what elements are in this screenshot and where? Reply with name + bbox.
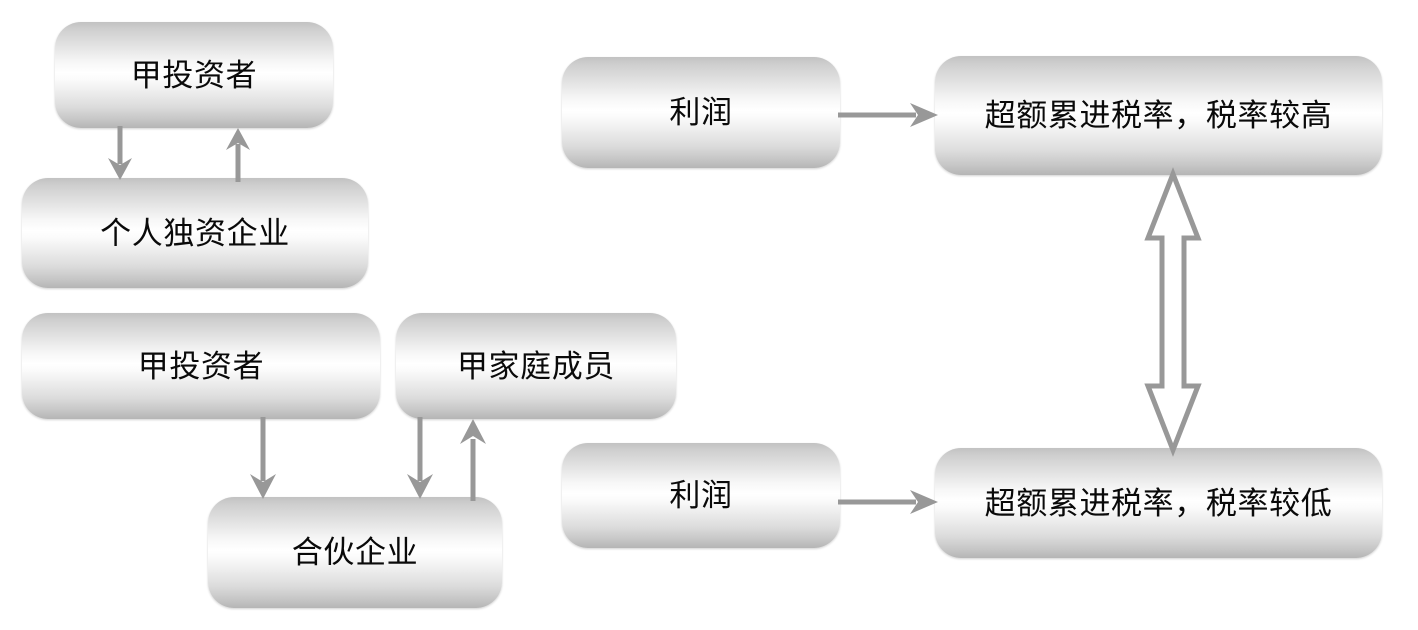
arrow-investor-to-sole-proprietorship <box>100 126 140 182</box>
arrow-investor-to-partnership <box>243 417 283 501</box>
arrow-profit-top-to-tax-high <box>838 95 942 135</box>
node-profit-top[interactable]: 利润 <box>562 57 840 168</box>
arrow-partnership-to-family-member <box>453 417 493 501</box>
node-tax-low[interactable]: 超额累进税率，税率较低 <box>935 448 1382 558</box>
arrow-profit-bottom-to-tax-low <box>838 482 942 522</box>
node-investor-bottom[interactable]: 甲投资者 <box>22 313 380 419</box>
node-label: 甲投资者 <box>137 348 265 384</box>
node-profit-bottom[interactable]: 利润 <box>562 443 840 548</box>
node-label: 甲家庭成员 <box>456 348 616 384</box>
node-partnership[interactable]: 合伙企业 <box>208 497 502 608</box>
node-label: 个人独资企业 <box>100 215 290 251</box>
node-label: 利润 <box>669 95 733 130</box>
node-sole-proprietorship[interactable]: 个人独资企业 <box>22 178 368 288</box>
node-label: 超额累进税率，税率较高 <box>984 98 1333 133</box>
node-label: 利润 <box>669 478 733 513</box>
node-investor-top[interactable]: 甲投资者 <box>55 22 333 128</box>
arrow-family-member-to-partnership <box>400 417 440 501</box>
node-family-member[interactable]: 甲家庭成员 <box>396 313 676 419</box>
node-tax-high[interactable]: 超额累进税率，税率较高 <box>935 56 1382 175</box>
node-label: 合伙企业 <box>291 535 419 570</box>
arrow-tax-high-vs-tax-low-double <box>1138 167 1208 457</box>
node-label: 甲投资者 <box>130 57 258 93</box>
arrow-sole-proprietorship-to-investor <box>218 126 258 182</box>
node-label: 超额累进税率，税率较低 <box>984 485 1333 521</box>
